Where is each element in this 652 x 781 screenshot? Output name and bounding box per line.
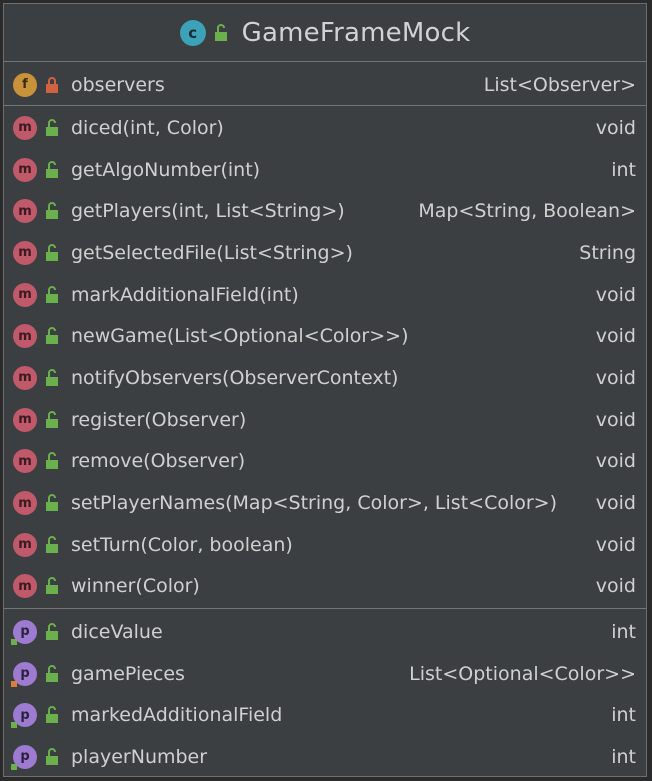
method-row[interactable]: m remove(Observer) void [4,441,646,483]
property-type: int [611,704,636,727]
method-badge-icon: m [13,282,37,307]
public-lock-icon [46,452,58,470]
private-lock-icon [46,76,58,93]
method-badge-icon: m [13,532,37,557]
method-name: remove(Observer) [71,450,246,473]
method-name: notifyObservers(ObserverContext) [71,366,399,389]
property-row[interactable]: p gamePieces List<Optional<Color>> [4,653,646,695]
method-badge-icon: m [13,574,37,599]
property-row[interactable]: p playerNumber int [4,736,646,778]
property-badge-icon: p [11,703,37,729]
public-lock-icon [46,622,58,640]
method-name: setPlayerNames(Map<String, Color>, List<… [71,492,558,515]
class-name: GameFrameMock [241,17,471,48]
property-name: markedAdditionalField [71,704,283,727]
method-row[interactable]: m diced(int, Color) void [4,107,646,149]
property-type: List<Optional<Color>> [409,662,636,685]
method-badge-icon: m [13,365,37,390]
method-name: newGame(List<Optional<Color>>) [71,325,409,348]
method-type: void [595,575,636,598]
public-lock-icon [46,706,58,724]
method-badge-icon: m [13,491,37,516]
method-name: diced(int, Color) [71,116,224,139]
property-row[interactable]: p markedAdditionalField int [4,694,646,736]
getter-marker-icon [11,763,17,770]
method-row[interactable]: m markAdditionalField(int) void [4,274,646,316]
public-lock-icon [46,410,58,428]
property-row[interactable]: p diceValue int [4,611,646,653]
field-type: List<Observer> [483,73,636,96]
method-name: getAlgoNumber(int) [71,158,261,181]
method-row[interactable]: m setPlayerNames(Map<String, Color>, List… [4,482,646,524]
property-type: int [611,620,636,643]
method-type: String [579,241,636,264]
field-badge-icon: f [13,72,37,97]
public-lock-icon [46,160,58,178]
public-lock-icon [46,285,58,303]
method-type: void [595,408,636,431]
method-row[interactable]: m register(Observer) void [4,399,646,441]
method-type: Map<String, Boolean> [418,200,636,223]
method-badge-icon: m [13,240,37,265]
method-badge-icon: m [13,324,37,349]
property-name: diceValue [71,620,163,643]
public-lock-icon [46,535,58,553]
method-name: register(Observer) [71,408,247,431]
method-row[interactable]: m getAlgoNumber(int) int [4,149,646,191]
method-type: int [611,158,636,181]
method-badge-icon: m [13,407,37,432]
properties-section: p diceValue int p gamePieces List<Optional<Co… [4,609,646,778]
method-name: setTurn(Color, boolean) [71,533,293,556]
method-row[interactable]: m getSelectedFile(List<String>) String [4,232,646,274]
method-type: void [595,450,636,473]
method-badge-icon: m [13,115,37,140]
method-type: void [595,116,636,139]
method-badge-icon: m [13,449,37,474]
method-name: winner(Color) [71,575,200,598]
property-name: gamePieces [71,662,185,685]
public-lock-icon [46,577,58,595]
method-name: getSelectedFile(List<String>) [71,241,353,264]
uml-class-box: c GameFrameMock f observers List<Observer>… [3,3,647,777]
method-badge-icon: m [13,157,37,182]
method-name: getPlayers(int, List<String>) [71,200,345,223]
method-type: void [595,366,636,389]
public-lock-icon [46,747,58,765]
property-badge-icon: p [11,661,37,687]
public-lock-icon [46,202,58,220]
public-lock-icon [46,243,58,261]
public-lock-icon [46,327,58,345]
method-row[interactable]: m getPlayers(int, List<String>) Map<String… [4,190,646,232]
public-lock-icon [46,369,58,386]
method-row[interactable]: m notifyObservers(ObserverContext) void [4,357,646,399]
getter-marker-icon [11,722,17,729]
field-row[interactable]: f observers List<Observer> [4,64,646,106]
method-badge-icon: m [13,199,37,224]
class-header: c GameFrameMock [4,4,646,62]
class-icon: c [179,19,206,46]
method-type: void [595,492,636,515]
property-badge-icon: p [11,744,37,770]
methods-section: m diced(int, Color) void m getAlgoNumber(int… [4,106,646,609]
public-lock-icon [46,494,58,512]
field-name: observers [71,73,165,96]
public-lock-icon [46,118,58,136]
property-badge-icon: p [11,619,37,645]
method-type: void [595,283,636,306]
setter-marker-icon [11,680,17,687]
fields-section: f observers List<Observer> [4,62,646,106]
method-row[interactable]: m setTurn(Color, boolean) void [4,524,646,566]
property-name: playerNumber [71,745,208,768]
method-row[interactable]: m winner(Color) void [4,566,646,608]
method-type: void [595,533,636,556]
method-name: markAdditionalField(int) [71,283,299,306]
method-row[interactable]: m newGame(List<Optional<Color>>) void [4,315,646,357]
public-lock-icon [46,664,58,682]
getter-marker-icon [11,638,17,645]
method-type: void [595,325,636,348]
property-type: int [611,745,636,768]
public-lock-icon [214,23,227,41]
